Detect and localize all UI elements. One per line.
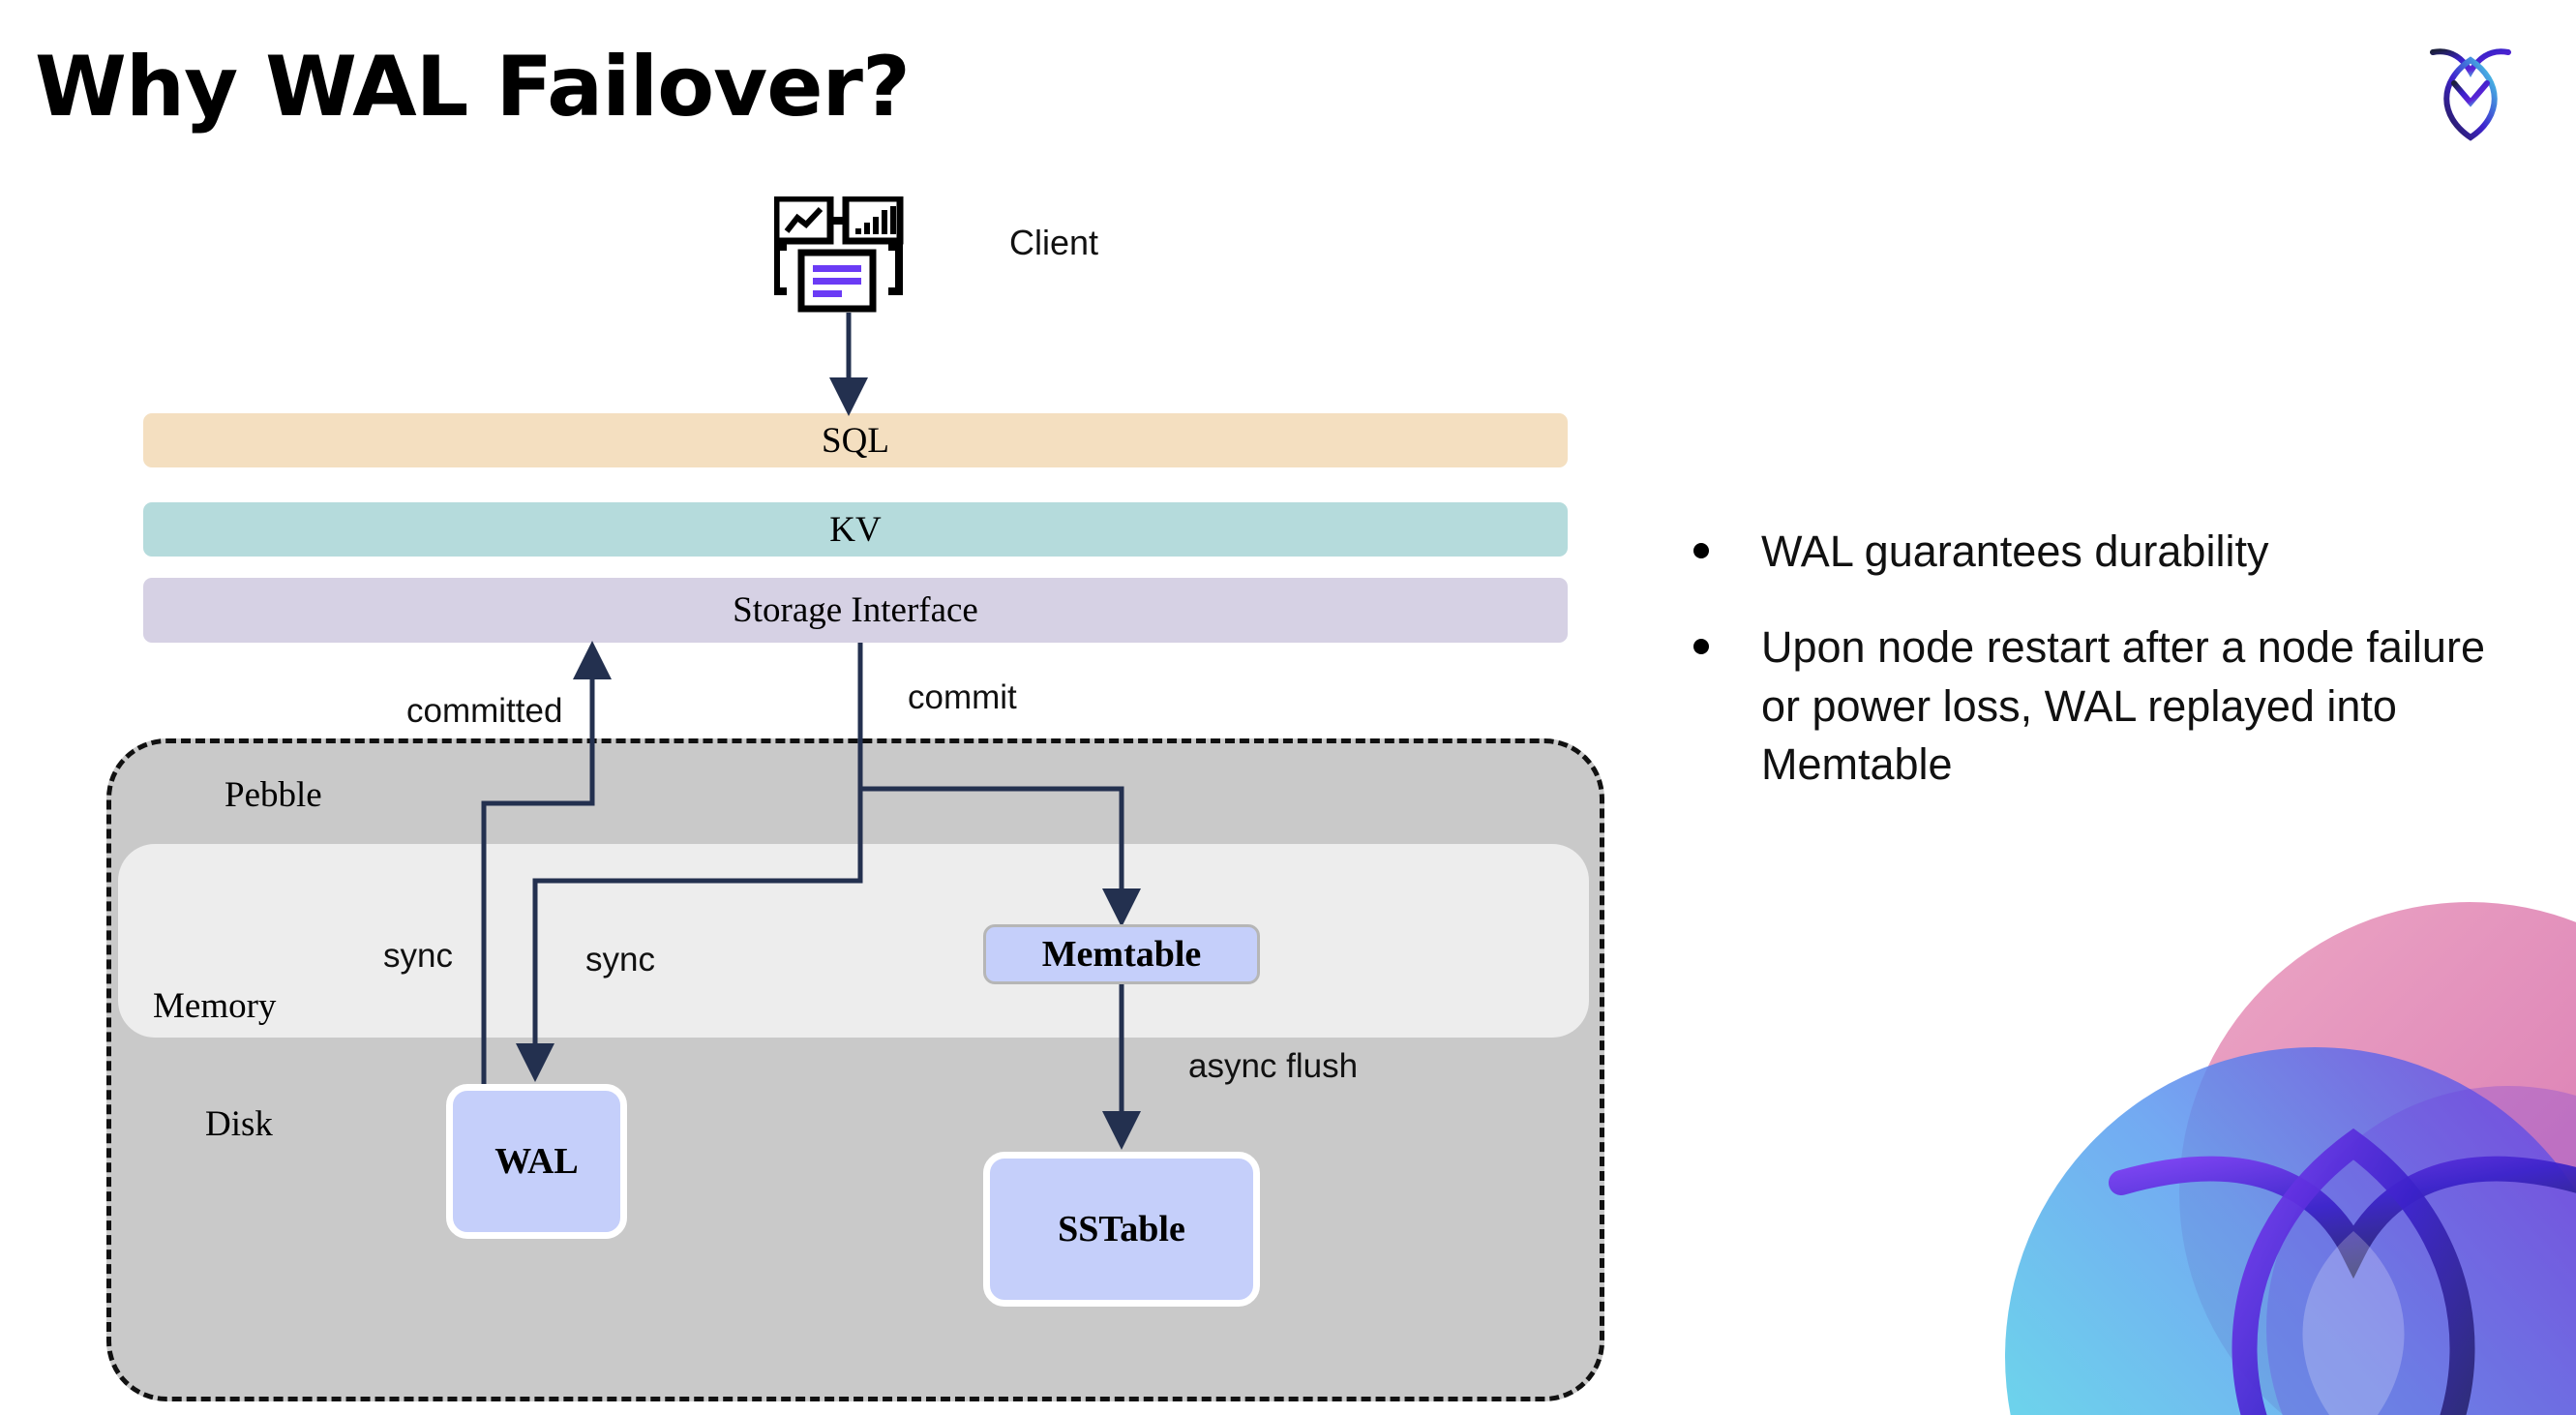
edge-label-commit: commit bbox=[908, 678, 1017, 716]
edge-label-async-flush: async flush bbox=[1188, 1047, 1359, 1085]
architecture-diagram: Client SQL KV Storage Interface Pebble M… bbox=[106, 195, 1604, 1401]
node-memtable: Memtable bbox=[983, 924, 1260, 984]
list-item: WAL guarantees durability bbox=[1693, 523, 2526, 582]
layer-label-kv: KV bbox=[829, 509, 882, 550]
layer-bar-sql: SQL bbox=[143, 413, 1568, 467]
node-wal: WAL bbox=[446, 1084, 627, 1239]
layer-label-storage-interface: Storage Interface bbox=[733, 590, 978, 630]
edge-label-sync-2: sync bbox=[585, 941, 655, 978]
bullet-dot-icon bbox=[1693, 543, 1709, 558]
node-wal-label: WAL bbox=[494, 1141, 579, 1182]
layer-label-sql: SQL bbox=[822, 420, 889, 461]
bullet-text: WAL guarantees durability bbox=[1761, 527, 2269, 576]
pebble-label: Pebble bbox=[225, 775, 322, 815]
bullet-text: Upon node restart after a node failure o… bbox=[1761, 621, 2485, 790]
memory-label: Memory bbox=[153, 986, 277, 1026]
bullet-dot-icon bbox=[1693, 638, 1709, 654]
node-memtable-label: Memtable bbox=[1041, 934, 1202, 975]
list-item: Upon node restart after a node failure o… bbox=[1693, 618, 2526, 795]
edge-label-sync-1: sync bbox=[383, 937, 453, 975]
layer-bar-kv: KV bbox=[143, 502, 1568, 557]
disk-label: Disk bbox=[205, 1104, 273, 1144]
layer-bar-storage-interface: Storage Interface bbox=[143, 578, 1568, 643]
client-label: Client bbox=[1009, 223, 1099, 262]
node-sstable: SSTable bbox=[983, 1152, 1260, 1307]
decorative-brand-artwork bbox=[1966, 902, 2576, 1415]
page-title: Why WAL Failover? bbox=[35, 39, 911, 135]
client-dashboard-icon bbox=[772, 195, 924, 313]
pebble-container bbox=[106, 738, 1604, 1401]
bullet-list: WAL guarantees durability Upon node rest… bbox=[1693, 523, 2526, 831]
memory-band bbox=[118, 844, 1589, 1038]
cockroach-labs-logo bbox=[2417, 31, 2524, 147]
node-sstable-label: SSTable bbox=[1058, 1209, 1185, 1249]
edge-label-committed: committed bbox=[406, 692, 563, 730]
